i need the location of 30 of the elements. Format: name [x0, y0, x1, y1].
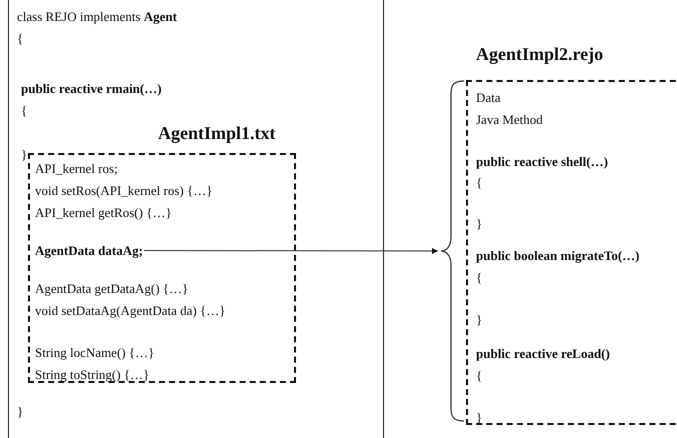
code-line: } — [17, 404, 24, 419]
code-line: class REJO implements Agent — [17, 9, 177, 24]
curly-brace — [440, 80, 466, 422]
code-line: void setRos(API_kernel ros) {…} — [35, 183, 212, 198]
code-line: API_kernel getRos() {…} — [35, 205, 172, 220]
code-line: public boolean migrateTo(…) — [476, 248, 640, 263]
class-box — [8, 0, 384, 438]
code-line: } — [476, 410, 482, 425]
code-line: { — [476, 368, 482, 383]
code-line: Java Method — [476, 112, 543, 127]
code-line: { — [21, 103, 28, 118]
code-line: { — [17, 31, 24, 46]
file-name-heading: AgentImpl1.txt — [158, 126, 276, 141]
code-line: } — [476, 312, 482, 327]
code-line: } — [21, 147, 28, 162]
code-line: AgentData dataAg; — [35, 243, 143, 258]
code-line: API_kernel ros; — [35, 161, 118, 176]
arrow — [143, 248, 438, 254]
code-line: String locName() {…} — [35, 345, 154, 360]
code-line: AgentData getDataAg() {…} — [35, 281, 188, 296]
code-line: { — [476, 270, 482, 285]
code-line: public reactive rmain(…) — [21, 81, 162, 96]
file-name-heading: AgentImpl2.rejo — [476, 47, 604, 62]
code-line: String toString() {…} — [35, 367, 150, 382]
code-line: } — [476, 216, 482, 231]
code-line: public reactive shell(…) — [476, 154, 608, 169]
code-line: Data — [476, 90, 501, 105]
code-line: public reactive reLoad() — [476, 346, 610, 361]
code-line: { — [476, 175, 482, 190]
code-line: void setDataAg(AgentData da) {…} — [35, 303, 226, 318]
